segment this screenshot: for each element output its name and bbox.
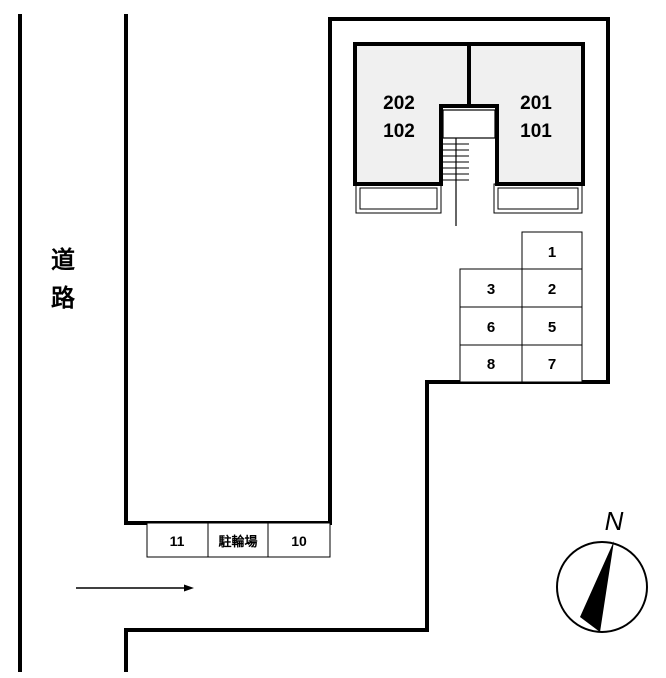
bicycle-space-10: 10	[291, 533, 307, 549]
parking-space-5: 5	[548, 319, 556, 336]
parking-space-7-box	[521, 344, 583, 383]
parking-space-5-box	[521, 306, 583, 346]
parking-space-1-box	[521, 231, 583, 270]
right-balcony	[493, 183, 583, 214]
compass-needle-icon	[580, 541, 614, 632]
parking-space-6: 6	[487, 319, 495, 336]
stair-landing	[442, 109, 496, 139]
parking-space-2: 2	[548, 281, 556, 298]
direction-arrow	[76, 584, 194, 592]
bicycle-parking-label: 駐輪場	[218, 534, 257, 549]
unit-201-label: 201	[520, 93, 552, 114]
parking-space-8-box	[459, 344, 523, 383]
unit-102-label: 102	[383, 121, 415, 142]
north-compass: N	[556, 506, 648, 633]
unit-right	[467, 42, 585, 186]
bicycle-parking: 11 駐輪場 10	[146, 522, 331, 558]
parking-space-8: 8	[487, 356, 495, 373]
staircase	[443, 138, 469, 226]
road-label-1: 道	[51, 246, 75, 274]
parking-space-3: 3	[487, 281, 495, 298]
left-balcony	[355, 183, 442, 214]
parking-space-1: 1	[548, 244, 556, 261]
parking-space-6-box	[459, 306, 523, 346]
car-parking: 1 2 3 5 6 7 8	[459, 231, 583, 383]
neighbor-lot-outline	[124, 14, 332, 525]
apartment-building: 202 102 201 101	[353, 42, 585, 226]
road-label-2: 路	[51, 284, 76, 312]
unit-101-label: 101	[520, 121, 552, 142]
parking-space-2-box	[521, 268, 583, 308]
parking-space-7: 7	[548, 356, 556, 373]
bicycle-space-11: 11	[170, 533, 185, 549]
unit-202-label: 202	[383, 93, 415, 114]
compass-north-label: N	[605, 506, 624, 536]
